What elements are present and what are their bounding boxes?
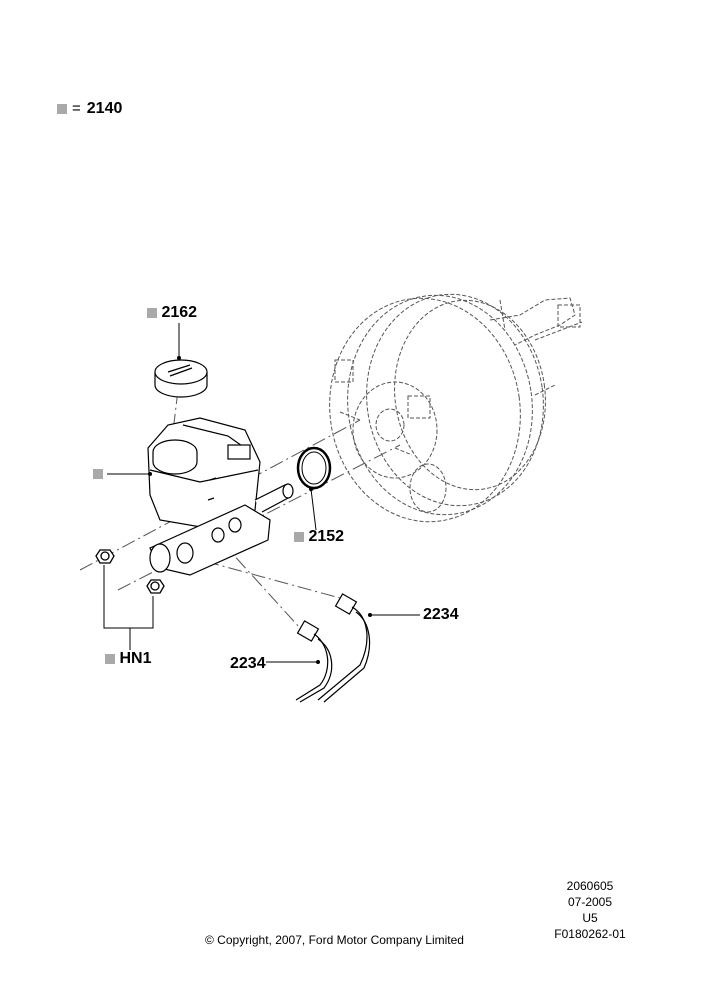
reservoir-cap (154, 359, 208, 398)
callout-nuts-number: HN1 (119, 650, 152, 667)
meta-line-4: F0180262-01 (554, 927, 626, 941)
callout-seal: 2152 (294, 528, 344, 546)
nut-lower (146, 579, 165, 594)
legend-equals: = (72, 100, 81, 117)
nut-upper (95, 549, 115, 564)
callout-nuts: HN1 (105, 650, 151, 668)
meta-line-3: U5 (582, 911, 598, 925)
grey-square-marker (93, 468, 103, 479)
meta-line-1: 2060605 (566, 879, 614, 893)
brake-booster (329, 293, 583, 523)
callout-seal-number: 2152 (308, 528, 345, 545)
copyright-notice: © Copyright, 2007, Ford Motor Company Li… (205, 933, 464, 947)
callout-reservoir (93, 465, 103, 483)
grey-square-marker (57, 103, 67, 114)
brake-pipes (295, 593, 371, 703)
fluid-reservoir (147, 417, 261, 533)
callout-cap: 2162 (147, 304, 197, 322)
grey-square-marker (105, 653, 115, 664)
leader-dots (148, 356, 372, 664)
legend-part-number: 2140 (86, 100, 123, 117)
callout-cap-number: 2162 (161, 304, 198, 321)
seal-ring (296, 446, 332, 490)
master-cylinder (149, 483, 294, 576)
grey-square-marker (294, 531, 304, 542)
grey-square-marker (147, 307, 157, 318)
legend: = 2140 (57, 100, 122, 118)
seal-ring-inner (301, 451, 327, 485)
callout-pipe-upper: 2234 (423, 606, 459, 623)
leader-lines (103, 323, 420, 663)
callout-pipe-lower: 2234 (230, 655, 266, 672)
diagram-meta: 2060605 07-2005 U5 F0180262-01 (550, 878, 630, 942)
meta-line-2: 07-2005 (567, 895, 613, 909)
